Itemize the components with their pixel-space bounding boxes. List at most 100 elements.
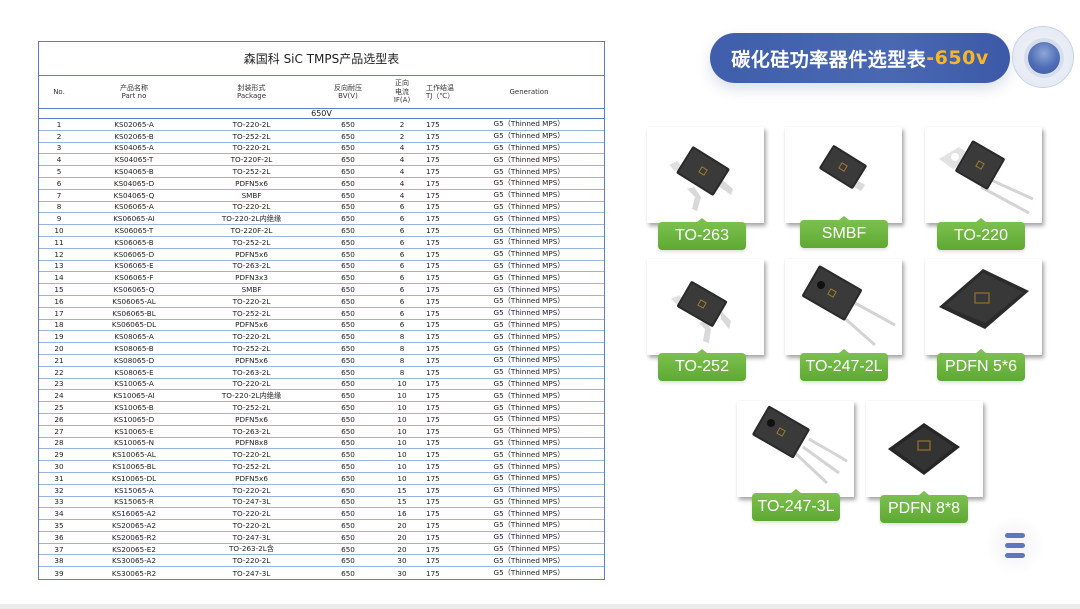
cell-no: 34 (54, 509, 64, 519)
cell-no: 7 (56, 190, 62, 200)
cell-bv: 650 (341, 344, 355, 354)
cell-part-no: KS06065-E (114, 261, 154, 271)
cell-package: TO-247-3L (232, 497, 271, 507)
cell-no: 33 (54, 497, 64, 507)
cell-bv: 650 (341, 308, 355, 318)
cell-if: 2 (399, 119, 405, 129)
hamburger-menu-icon[interactable] (985, 515, 1045, 575)
cell-package: TO-263-2L (232, 261, 271, 271)
cell-bv: 650 (341, 178, 355, 188)
cell-tj: 175 (426, 473, 440, 483)
cell-part-no: KS08065-A (114, 332, 154, 342)
cell-part-no: KS10065-BL (112, 462, 156, 471)
cell-part-no: KS30065-A2 (111, 556, 157, 566)
cell-no: 8 (56, 202, 62, 212)
cell-no: 20 (54, 344, 64, 354)
cell-bv: 650 (341, 285, 355, 295)
cell-package: TO-252-2L (232, 167, 271, 177)
cell-bv: 650 (341, 532, 355, 542)
cell-if: 20 (397, 520, 407, 530)
cell-no: 25 (54, 403, 64, 413)
cell-tj: 175 (426, 414, 440, 424)
cell-generation: G5（Thinned MPS） (493, 544, 565, 554)
voltage-group-label: 650V (39, 109, 604, 119)
cell-tj: 175 (426, 155, 440, 165)
cell-tj: 175 (426, 379, 440, 389)
cell-package: TO-220-2L (232, 485, 271, 495)
cell-generation: G5（Thinned MPS） (493, 555, 565, 565)
cell-bv: 650 (341, 391, 355, 401)
cell-part-no: KS06065-A (114, 202, 154, 212)
package-card (785, 127, 902, 223)
cell-tj: 175 (426, 532, 440, 542)
cell-if: 15 (397, 497, 407, 507)
cell-part-no: KS20065-R2 (111, 532, 157, 542)
header-tj: 工作结温 TJ（℃） (426, 83, 454, 101)
cell-bv: 650 (341, 261, 355, 271)
package-label: TO-263 (658, 218, 746, 250)
cell-package: PDFN5x6 (235, 320, 268, 330)
cell-part-no: KS04065-Q (113, 190, 155, 200)
cell-package: PDFN5x6 (235, 473, 268, 483)
cell-part-no: KS10065-D (113, 414, 155, 424)
cell-bv: 650 (341, 320, 355, 330)
cell-part-no: KS30065-R2 (111, 568, 157, 578)
cell-no: 23 (54, 379, 64, 389)
header-bv: 反向耐压 BV(V) (334, 83, 362, 101)
cell-bv: 650 (341, 414, 355, 424)
cell-tj: 175 (426, 438, 440, 448)
cell-no: 4 (56, 155, 62, 165)
cell-generation: G5（Thinned MPS） (493, 142, 565, 152)
cell-if: 6 (399, 249, 405, 259)
cell-if: 30 (397, 568, 407, 578)
cell-if: 6 (399, 237, 405, 247)
cell-if: 10 (397, 438, 407, 448)
cell-generation: G5（Thinned MPS） (493, 461, 565, 471)
cell-generation: G5（Thinned MPS） (493, 190, 565, 200)
cell-bv: 650 (341, 143, 355, 153)
cell-package: TO-247-3L (232, 532, 271, 542)
cell-part-no: KS06065-B (114, 237, 154, 247)
package-label: SMBF (800, 216, 888, 248)
package-card (925, 259, 1042, 355)
cell-tj: 175 (426, 190, 440, 200)
package-card (925, 127, 1042, 223)
cell-if: 20 (397, 532, 407, 542)
cell-tj: 175 (426, 237, 440, 247)
package-card (647, 259, 764, 355)
cell-part-no: KS08065-E (114, 367, 154, 377)
cell-if: 6 (399, 226, 405, 236)
cell-part-no: KS10065-N (113, 438, 155, 448)
cell-if: 16 (397, 509, 407, 519)
cell-part-no: KS02065-A (114, 119, 154, 129)
cell-no: 27 (54, 426, 64, 436)
cell-package: TO-263-2L (232, 426, 271, 436)
cell-part-no: KS10065-AL (112, 450, 156, 460)
cell-generation: G5（Thinned MPS） (493, 485, 565, 495)
cell-tj: 175 (426, 497, 440, 507)
cell-bv: 650 (341, 379, 355, 389)
cell-tj: 175 (426, 214, 440, 224)
cell-part-no: KS04065-A (114, 143, 154, 153)
cell-part-no: KS04065-D (113, 178, 155, 188)
cell-package: TO-220-2L内绝缘 (221, 213, 282, 223)
cell-no: 22 (54, 367, 64, 377)
cell-if: 4 (399, 190, 405, 200)
cell-no: 11 (54, 237, 64, 247)
cell-bv: 650 (341, 568, 355, 578)
cell-if: 6 (399, 214, 405, 224)
cell-part-no: KS06065-AL (112, 296, 156, 306)
cell-if: 4 (399, 178, 405, 188)
cell-generation: G5（Thinned MPS） (493, 178, 565, 188)
cell-generation: G5（Thinned MPS） (493, 272, 565, 282)
cell-generation: G5（Thinned MPS） (493, 473, 565, 483)
